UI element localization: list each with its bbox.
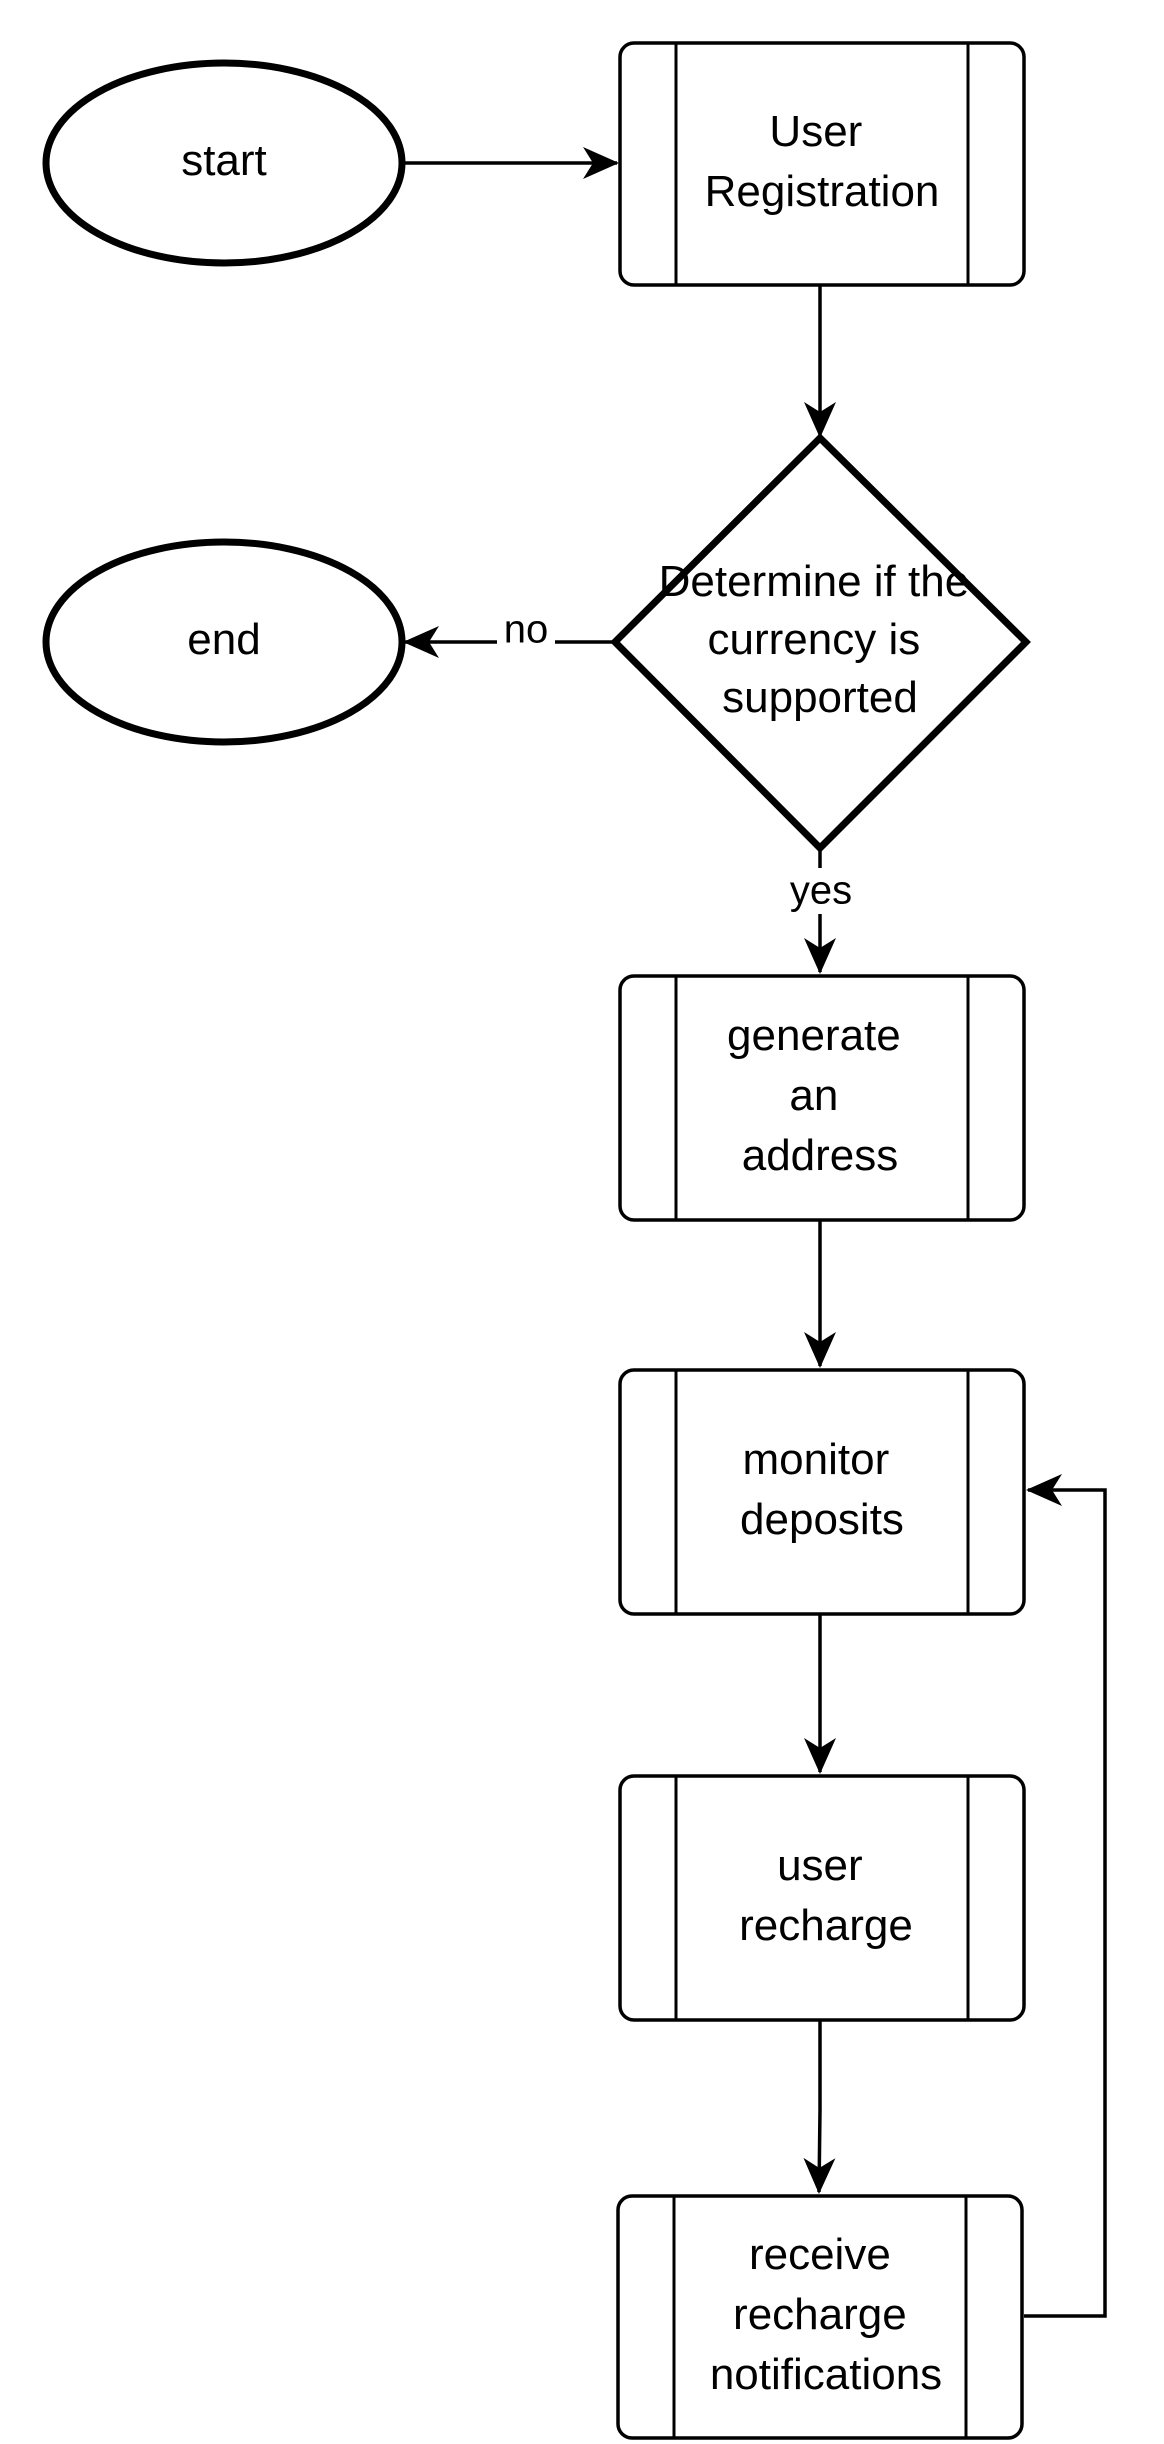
start-label-line: start	[181, 136, 267, 185]
user-recharge-label-line-2: recharge	[739, 1901, 913, 1950]
generate-address-node: generate an address	[618, 974, 1026, 1222]
user-recharge-shape	[618, 1774, 1026, 2022]
user-registration-label-line-2: Registration	[705, 167, 940, 216]
edge-label-bg-yes	[788, 868, 854, 914]
end-label: end	[187, 615, 260, 664]
generate-address-label-line-1: generate	[727, 1011, 901, 1060]
currency-decision-label-line-1: Determine if the	[659, 557, 970, 606]
recharge-notifications-label-line-1: receive	[749, 2230, 891, 2279]
user-recharge-node: user recharge	[618, 1774, 1026, 2022]
user-recharge-label: user recharge	[739, 1841, 913, 1950]
edge-recharge-to-notify	[803, 2020, 836, 2194]
edge-label-bg-no	[497, 608, 555, 654]
edge-notify-to-monitor	[1024, 1474, 1107, 2318]
recharge-notifications-label: receive recharge notifications	[710, 2230, 942, 2399]
start-terminal-shape	[42, 59, 406, 267]
monitor-deposits-shape	[618, 1368, 1026, 1616]
generate-address-label: generate an address	[727, 1011, 913, 1180]
edge-label-yes: yes	[790, 869, 852, 913]
generate-address-label-line-3: address	[742, 1131, 899, 1180]
user-registration-label-line-1: User	[769, 107, 862, 156]
edge-label-no: no	[504, 608, 549, 652]
monitor-deposits-node: monitor deposits	[618, 1368, 1026, 1616]
user-recharge-label-line-1: user	[777, 1841, 863, 1890]
monitor-deposits-label-line-1: monitor	[743, 1435, 890, 1484]
recharge-notifications-label-line-3: notifications	[710, 2350, 942, 2399]
monitor-deposits-label-line-2: deposits	[740, 1495, 904, 1544]
end-node: end	[42, 538, 406, 746]
user-registration-node: User Registration	[618, 41, 1026, 287]
end-terminal-shape	[42, 538, 406, 746]
currency-decision-label-line-2: currency is	[708, 615, 921, 664]
user-registration-label: User Registration	[705, 107, 940, 216]
monitor-deposits-label: monitor deposits	[740, 1435, 904, 1544]
currency-decision-shape	[610, 433, 1031, 853]
generate-address-label-line-2: an	[789, 1071, 838, 1120]
start-node: start	[42, 59, 406, 267]
recharge-notifications-shape	[616, 2194, 1024, 2440]
currency-decision-label: Determine if the currency is supported	[659, 557, 982, 722]
generate-address-shape	[618, 974, 1026, 1222]
user-registration-shape	[618, 41, 1026, 287]
currency-decision-node: Determine if the currency is supported	[610, 433, 1031, 853]
start-label: start	[181, 136, 267, 185]
recharge-notifications-label-line-2: recharge	[733, 2290, 907, 2339]
recharge-notifications-node: receive recharge notifications	[616, 2194, 1024, 2440]
currency-decision-label-line-3: supported	[722, 673, 918, 722]
end-label-line: end	[187, 615, 260, 664]
